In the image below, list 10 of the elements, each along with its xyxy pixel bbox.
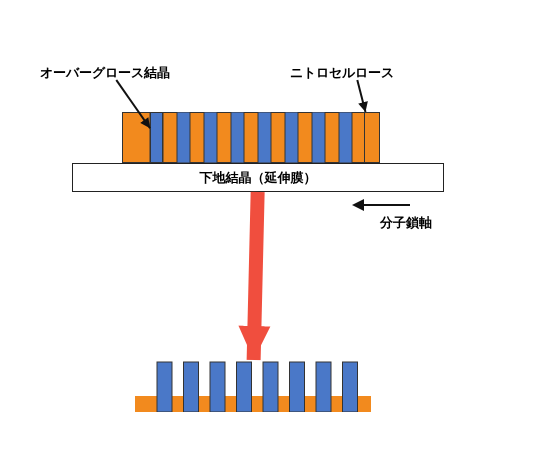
process-arrow [238, 192, 270, 360]
leader-arrow [115, 79, 151, 129]
film-label: 下地結晶（延伸膜） [200, 170, 316, 186]
overgrowth-crystal-bar [150, 112, 163, 163]
nitrocellulose-bar [364, 112, 380, 163]
leader-arrow [356, 80, 368, 112]
substrate-crystal-film [72, 163, 444, 192]
axis-label: 分子鎖軸 [380, 215, 432, 232]
callout-label: ニトロセルロース [290, 66, 394, 81]
callout-label: オーバーグロース結晶 [40, 66, 170, 81]
